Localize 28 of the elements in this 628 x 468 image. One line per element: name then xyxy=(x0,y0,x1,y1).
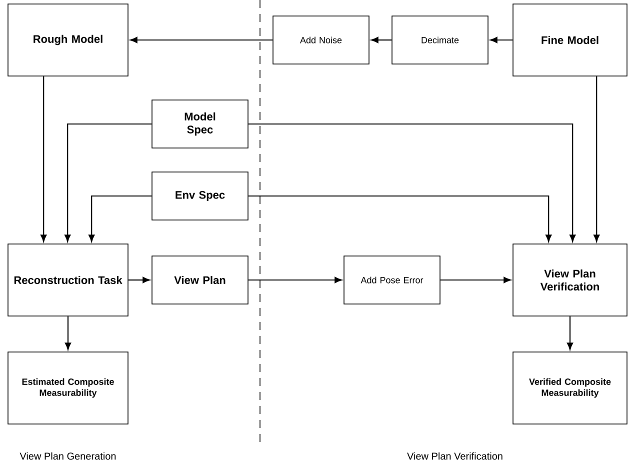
process-box: Add Noise xyxy=(272,16,370,64)
arrow xyxy=(64,123,152,242)
arrow xyxy=(64,316,72,350)
arrow xyxy=(128,276,150,284)
process-box: Model Spec xyxy=(152,100,248,148)
process-box: Env Spec xyxy=(152,172,248,220)
arrow xyxy=(440,276,511,284)
process-box: Add Pose Error xyxy=(344,256,440,304)
process-box: Verified Composite Measurability xyxy=(512,352,628,424)
section-label: View Plan Verification xyxy=(407,452,502,460)
process-box: View Plan Verification xyxy=(512,244,628,316)
arrow xyxy=(88,195,152,242)
arrow xyxy=(248,123,576,242)
process-box: Fine Model xyxy=(512,4,628,76)
arrow xyxy=(40,76,47,242)
arrow xyxy=(130,36,273,44)
arrow xyxy=(490,36,513,44)
process-box: Reconstruction Task xyxy=(8,244,128,316)
arrow xyxy=(371,36,392,44)
process-box: Estimated Composite Measurability xyxy=(8,352,128,424)
process-box: Rough Model xyxy=(8,4,128,76)
section-label: View Plan Generation xyxy=(20,452,116,460)
process-box: View Plan xyxy=(152,256,248,304)
arrow xyxy=(248,276,342,284)
arrow xyxy=(594,76,600,242)
arrow xyxy=(248,195,552,242)
process-box: Decimate xyxy=(392,16,488,64)
arrow xyxy=(566,316,574,350)
